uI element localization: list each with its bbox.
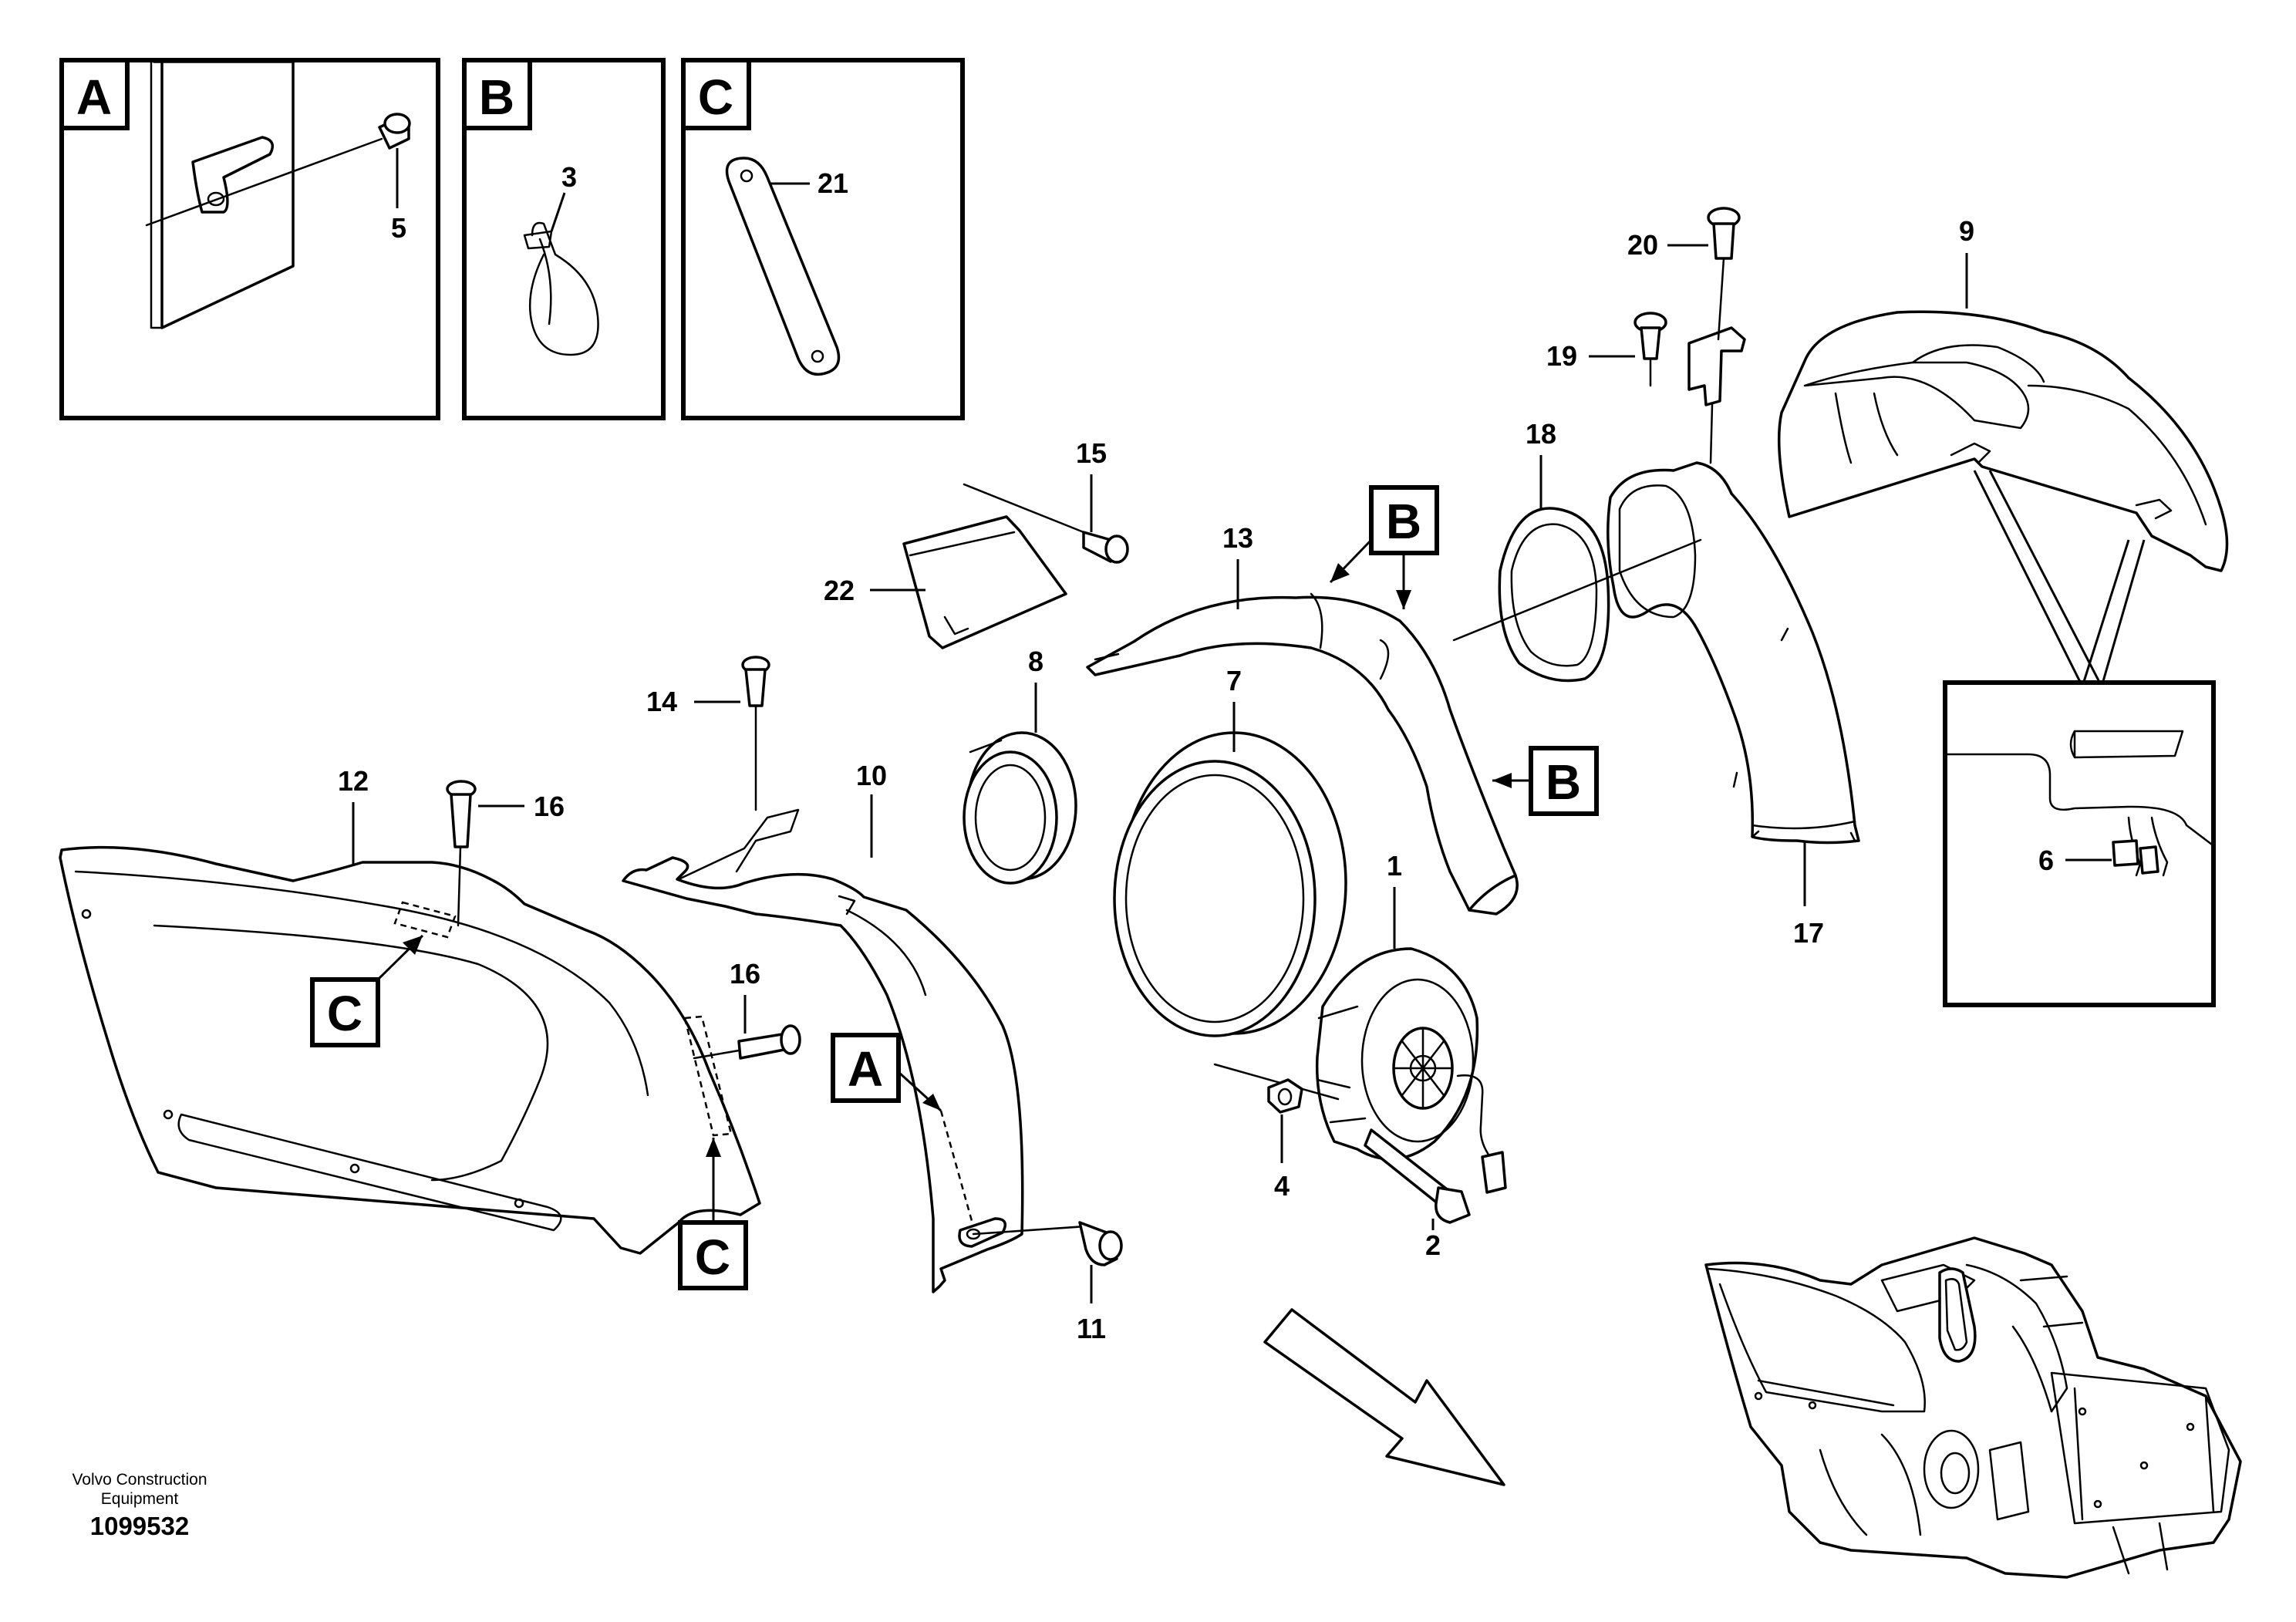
view-tag-b-top: B <box>1329 485 1439 609</box>
callout-9: 9 <box>1959 215 1974 247</box>
part-16-screw-top: 16 <box>446 780 565 927</box>
view-tag-c-left: C <box>310 934 424 1047</box>
detail-panel-a-part-number: 5 <box>391 212 406 244</box>
part-8-collar-ring: 8 <box>963 646 1077 885</box>
callout-12: 12 <box>338 765 369 797</box>
part-4-nut: 4 <box>1213 1063 1340 1202</box>
view-tag-a-main: A <box>831 1033 975 1227</box>
callout-7: 7 <box>1226 665 1242 696</box>
detail-panel-b: B 3 <box>462 58 666 420</box>
detail-panel-c: C 21 <box>681 58 965 420</box>
part-11-screw: 11 <box>972 1221 1123 1344</box>
callout-22: 22 <box>824 575 855 606</box>
callout-17: 17 <box>1793 917 1824 949</box>
detail-panel-a: A 5 <box>59 58 440 420</box>
part-19-20-fasteners: 20 19 <box>1546 207 1746 464</box>
callout-1: 1 <box>1387 850 1402 882</box>
callout-8: 8 <box>1028 646 1043 677</box>
assembled-overview <box>1704 1236 2242 1579</box>
part-14-screw: 14 <box>646 656 770 811</box>
callout-11: 11 <box>1077 1313 1106 1344</box>
part-16-screw-side: 16 <box>693 958 801 1060</box>
detail-panel-c-letter: C <box>698 69 733 125</box>
svg-text:A: A <box>848 1041 883 1097</box>
view-tag-c-lower: C <box>678 1138 748 1290</box>
part-2-screw: 2 <box>1364 1128 1471 1261</box>
part-13-hose: 13 <box>1086 522 1519 916</box>
drawing-number: 1099532 <box>90 1512 189 1540</box>
part-12-side-cover: 12 <box>59 765 761 1255</box>
detail-panel-b-part-number: 3 <box>561 161 577 193</box>
callout-13: 13 <box>1222 522 1253 554</box>
callout-20: 20 <box>1627 229 1658 261</box>
direction-arrow-icon <box>1263 1308 1505 1486</box>
callout-16-side: 16 <box>730 958 760 990</box>
svg-text:C: C <box>695 1229 730 1285</box>
detail-panel-c-part-number: 21 <box>818 167 848 199</box>
callout-4: 4 <box>1274 1170 1290 1202</box>
part-22-bracket: 22 <box>824 483 1085 649</box>
part-17-elbow-duct: 17 <box>1452 461 1860 949</box>
part-9-upper-housing: 9 <box>1777 215 2229 690</box>
callout-16-top: 16 <box>534 791 565 822</box>
callout-10: 10 <box>856 760 887 791</box>
detail-panel-b-letter: B <box>479 69 514 125</box>
callout-18: 18 <box>1526 418 1556 450</box>
detail-window-part-6: 6 <box>1943 680 2216 1007</box>
part-15-screw: 15 <box>1076 437 1129 564</box>
detail-panel-a-letter: A <box>76 69 112 125</box>
callout-15: 15 <box>1076 437 1107 469</box>
callout-6: 6 <box>2038 845 2054 876</box>
part-7-large-ring: 7 <box>1113 665 1347 1037</box>
company-name-line-1: Volvo Construction <box>72 1471 207 1489</box>
callout-19: 19 <box>1546 340 1577 372</box>
view-tag-b-right: B <box>1492 746 1599 816</box>
part-18-seal-ring: 18 <box>1498 418 1610 683</box>
callout-2: 2 <box>1425 1229 1441 1261</box>
callout-14: 14 <box>646 686 677 717</box>
part-1-blower-fan: 1 <box>1315 850 1507 1194</box>
svg-text:B: B <box>1546 754 1581 810</box>
svg-text:B: B <box>1386 494 1421 549</box>
company-name-line-2: Equipment <box>101 1490 179 1508</box>
footer-block: Volvo Construction Equipment 1099532 <box>72 1471 207 1540</box>
svg-text:C: C <box>327 986 362 1041</box>
